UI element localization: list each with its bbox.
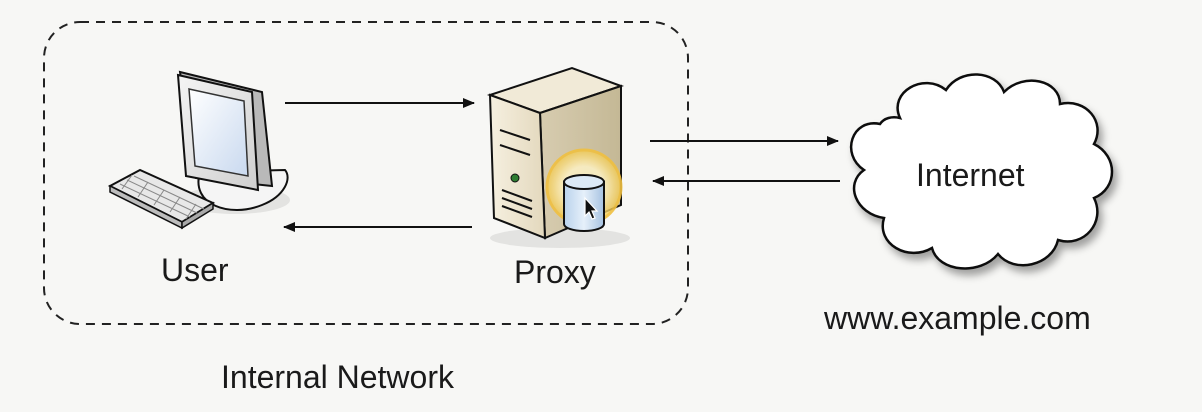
proxy-label: Proxy (514, 254, 596, 290)
user-label: User (161, 252, 229, 288)
internal-network-label: Internal Network (221, 359, 454, 395)
database-icon (563, 174, 605, 232)
mouse-cursor-icon (584, 196, 599, 220)
keyboard-icon (107, 168, 216, 230)
cloud-caption: www.example.com (824, 300, 1091, 336)
internet-label: Internet (916, 157, 1025, 193)
computer-icon (107, 70, 290, 230)
internal-network-boundary (43, 21, 689, 325)
cloud-icon (849, 73, 1114, 270)
